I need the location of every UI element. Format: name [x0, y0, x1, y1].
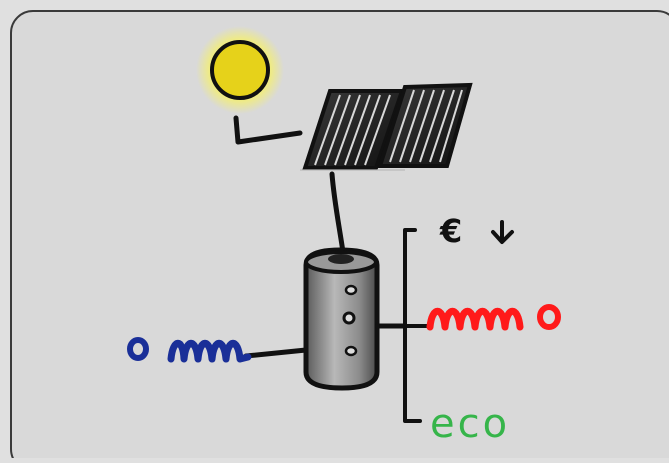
hot-water-icon — [426, 304, 561, 331]
down-arrow-icon — [491, 220, 514, 244]
sun-ray-line — [233, 115, 303, 145]
water-tank-icon — [303, 247, 380, 391]
solar-panel-icon — [300, 82, 473, 171]
eco-label: eco — [430, 401, 510, 447]
cold-water-icon — [127, 337, 252, 363]
sun-icon — [196, 26, 284, 114]
hot-water-droplet-icon — [537, 304, 561, 330]
cold-inlet-pipe — [243, 347, 309, 359]
euro-symbol: € — [439, 212, 462, 250]
cost-reduction-label: € — [439, 212, 514, 250]
cold-water-droplet-icon — [127, 337, 149, 361]
panel-to-tank-pipe — [329, 171, 346, 255]
